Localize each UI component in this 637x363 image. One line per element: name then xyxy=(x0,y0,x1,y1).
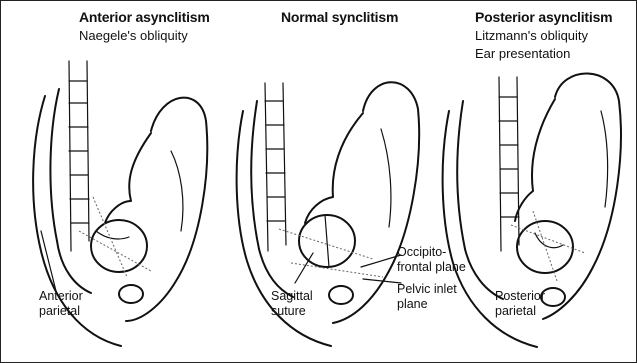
label-line: parietal xyxy=(39,304,83,319)
posterior-parietal-label: Posterior parietal xyxy=(495,289,545,319)
panel-normal-synclitism: Normal synclitism Sagittal xyxy=(213,1,425,362)
label-line: Anterior xyxy=(39,289,83,304)
pelvis-fetus-drawing xyxy=(1,1,213,362)
anterior-parietal-label: Anterior parietal xyxy=(39,289,83,319)
label-line: Sagittal xyxy=(271,289,313,304)
label-line: suture xyxy=(271,304,313,319)
pelvis-fetus-drawing xyxy=(213,1,425,362)
label-line: parietal xyxy=(495,304,545,319)
panel-posterior-asynclitism: Posterior asynclitism Litzmann's obliqui… xyxy=(425,1,636,362)
panel-anterior-asynclitism: Anterior asynclitism Naegele's obliquity xyxy=(1,1,213,362)
sagittal-suture-label: Sagittal suture xyxy=(271,289,313,319)
label-line: Posterior xyxy=(495,289,545,304)
